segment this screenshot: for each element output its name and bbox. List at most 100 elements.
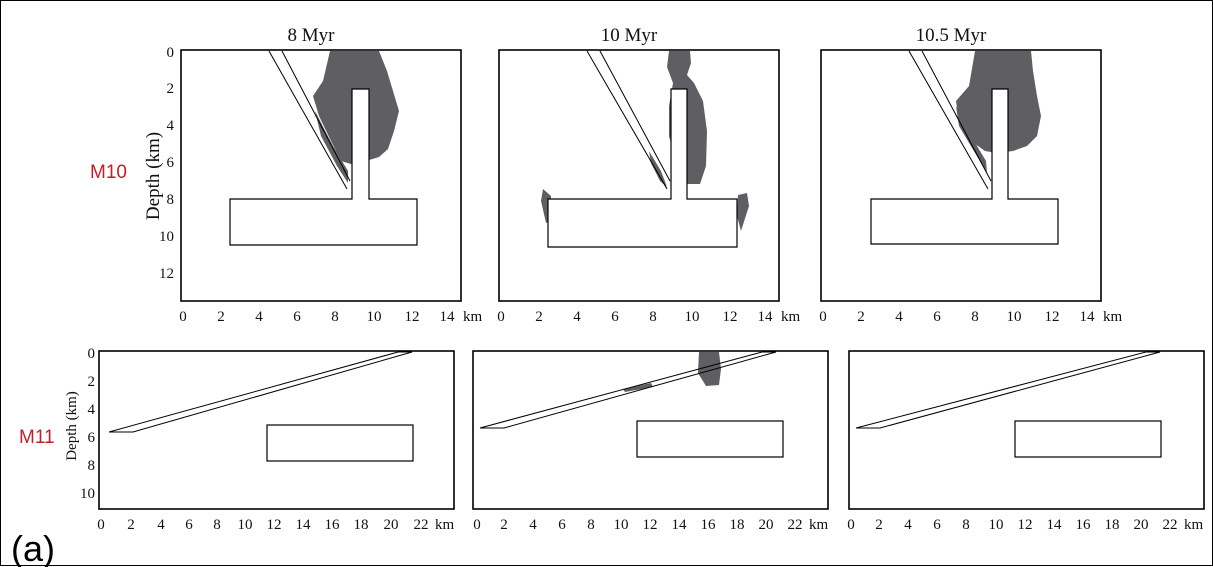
x-tick-label: 4 [529, 517, 537, 533]
x-tick-label: 10 [1007, 309, 1022, 325]
x-tick-label: 16 [1076, 517, 1092, 533]
y-ticks-m11: 0 2 4 6 8 10 [80, 346, 96, 502]
x-tick-label: 2 [500, 517, 508, 533]
x-tick-label: 10 [238, 517, 253, 533]
panel-frame [820, 49, 1102, 302]
x-tick-label: 4 [573, 309, 581, 325]
panel-m10-10myr: 10 Myr [498, 25, 780, 302]
x-tick-label: 4 [895, 309, 903, 325]
melt-region [623, 383, 653, 392]
panel-title: 8 Myr [288, 25, 336, 46]
fault-line [921, 50, 992, 182]
y-ticks-m10: 0 2 4 6 8 10 12 [159, 45, 175, 282]
x-tick-label: 14 [440, 309, 456, 325]
panel-frame [472, 350, 829, 510]
x-ticks-m10-3: 0 2 4 6 8 10 12 14 km [819, 309, 1122, 325]
y-tick-label: 4 [88, 402, 96, 418]
model-label-m10: M10 [90, 162, 127, 183]
x-tick-label: 6 [558, 517, 566, 533]
intrusion-outline [870, 88, 1059, 245]
y-axis-label-m11: Depth (km) [64, 391, 80, 461]
y-tick-label: 6 [167, 155, 175, 171]
x-tick-label: 0 [473, 517, 481, 533]
fault-zone [855, 351, 1161, 429]
intrusion-outline [1014, 420, 1162, 458]
x-unit-label: km [435, 517, 455, 533]
x-tick-label: 6 [293, 309, 301, 325]
x-tick-label: 10 [989, 517, 1004, 533]
panel-m10-10-5myr: 10.5 Myr [820, 25, 1102, 302]
x-tick-label: 0 [497, 309, 505, 325]
x-tick-label: 10 [367, 309, 382, 325]
x-unit-label: km [809, 517, 829, 533]
fault-line [908, 50, 989, 190]
x-tick-label: 2 [127, 517, 135, 533]
x-tick-label: 2 [535, 309, 543, 325]
x-unit-label: km [1103, 309, 1123, 325]
y-tick-label: 10 [80, 486, 95, 502]
x-tick-label: 20 [384, 517, 399, 533]
fault-zone [108, 351, 413, 433]
panel-title: 10 Myr [601, 25, 658, 46]
x-tick-label: 14 [1047, 517, 1063, 533]
x-tick-label: 10 [685, 309, 700, 325]
x-tick-label: 22 [1163, 517, 1178, 533]
y-tick-label: 0 [167, 45, 175, 61]
x-tick-label: 4 [157, 517, 165, 533]
x-tick-label: 2 [857, 309, 865, 325]
model-label-m11: M11 [19, 427, 55, 448]
x-tick-label: 8 [331, 309, 339, 325]
x-tick-label: 12 [643, 517, 658, 533]
x-tick-label: 6 [933, 309, 941, 325]
x-tick-label: 12 [1045, 309, 1060, 325]
panel-letter: (a) [11, 528, 55, 567]
x-tick-label: 14 [296, 517, 312, 533]
melt-region [698, 352, 721, 386]
x-ticks-m10-1: 0 2 4 6 8 10 12 14 km [179, 309, 482, 325]
x-tick-label: 8 [962, 517, 970, 533]
x-tick-label: 12 [405, 309, 420, 325]
y-tick-label: 12 [159, 266, 174, 282]
intrusion-outline [229, 88, 418, 246]
panel-frame [498, 49, 780, 302]
x-tick-label: 2 [217, 309, 225, 325]
y-tick-label: 2 [167, 81, 175, 97]
panel-frame [98, 350, 455, 510]
x-tick-label: 4 [255, 309, 263, 325]
x-tick-label: 8 [587, 517, 595, 533]
x-tick-label: 16 [325, 517, 341, 533]
x-ticks-m10-2: 0 2 4 6 8 10 12 14 km [497, 309, 800, 325]
x-unit-label: km [1184, 517, 1204, 533]
y-tick-label: 4 [167, 118, 175, 134]
x-ticks-m11-1: 0 2 4 6 8 10 12 14 16 18 20 22 km [97, 517, 454, 533]
y-tick-label: 8 [88, 458, 96, 474]
fault-line [268, 50, 348, 190]
melt-region [737, 193, 749, 231]
fault-line [586, 50, 668, 190]
y-tick-label: 6 [88, 430, 96, 446]
x-tick-label: 0 [97, 517, 105, 533]
y-tick-label: 8 [167, 192, 175, 208]
fault-line [281, 50, 351, 182]
x-unit-label: km [781, 309, 801, 325]
x-ticks-m11-3: 0 2 4 6 8 10 12 14 16 18 20 22 km [847, 517, 1203, 533]
x-tick-label: 6 [185, 517, 193, 533]
panel-m11-3 [848, 350, 1205, 510]
y-tick-label: 10 [159, 229, 174, 245]
panel-m10-8myr: 8 Myr [180, 25, 462, 302]
melt-region [649, 151, 667, 187]
x-tick-label: 6 [933, 517, 941, 533]
x-unit-label: km [463, 309, 483, 325]
melt-region [956, 106, 987, 173]
x-tick-label: 0 [847, 517, 855, 533]
x-tick-label: 6 [611, 309, 619, 325]
panel-m11-2 [472, 350, 829, 510]
x-tick-label: 18 [354, 517, 369, 533]
x-tick-label: 22 [788, 517, 803, 533]
x-tick-label: 10 [614, 517, 629, 533]
x-tick-label: 18 [1105, 517, 1120, 533]
x-tick-label: 12 [723, 309, 738, 325]
x-ticks-m11-2: 0 2 4 6 8 10 12 14 16 18 20 22 km [473, 517, 828, 533]
panel-frame [848, 350, 1205, 510]
